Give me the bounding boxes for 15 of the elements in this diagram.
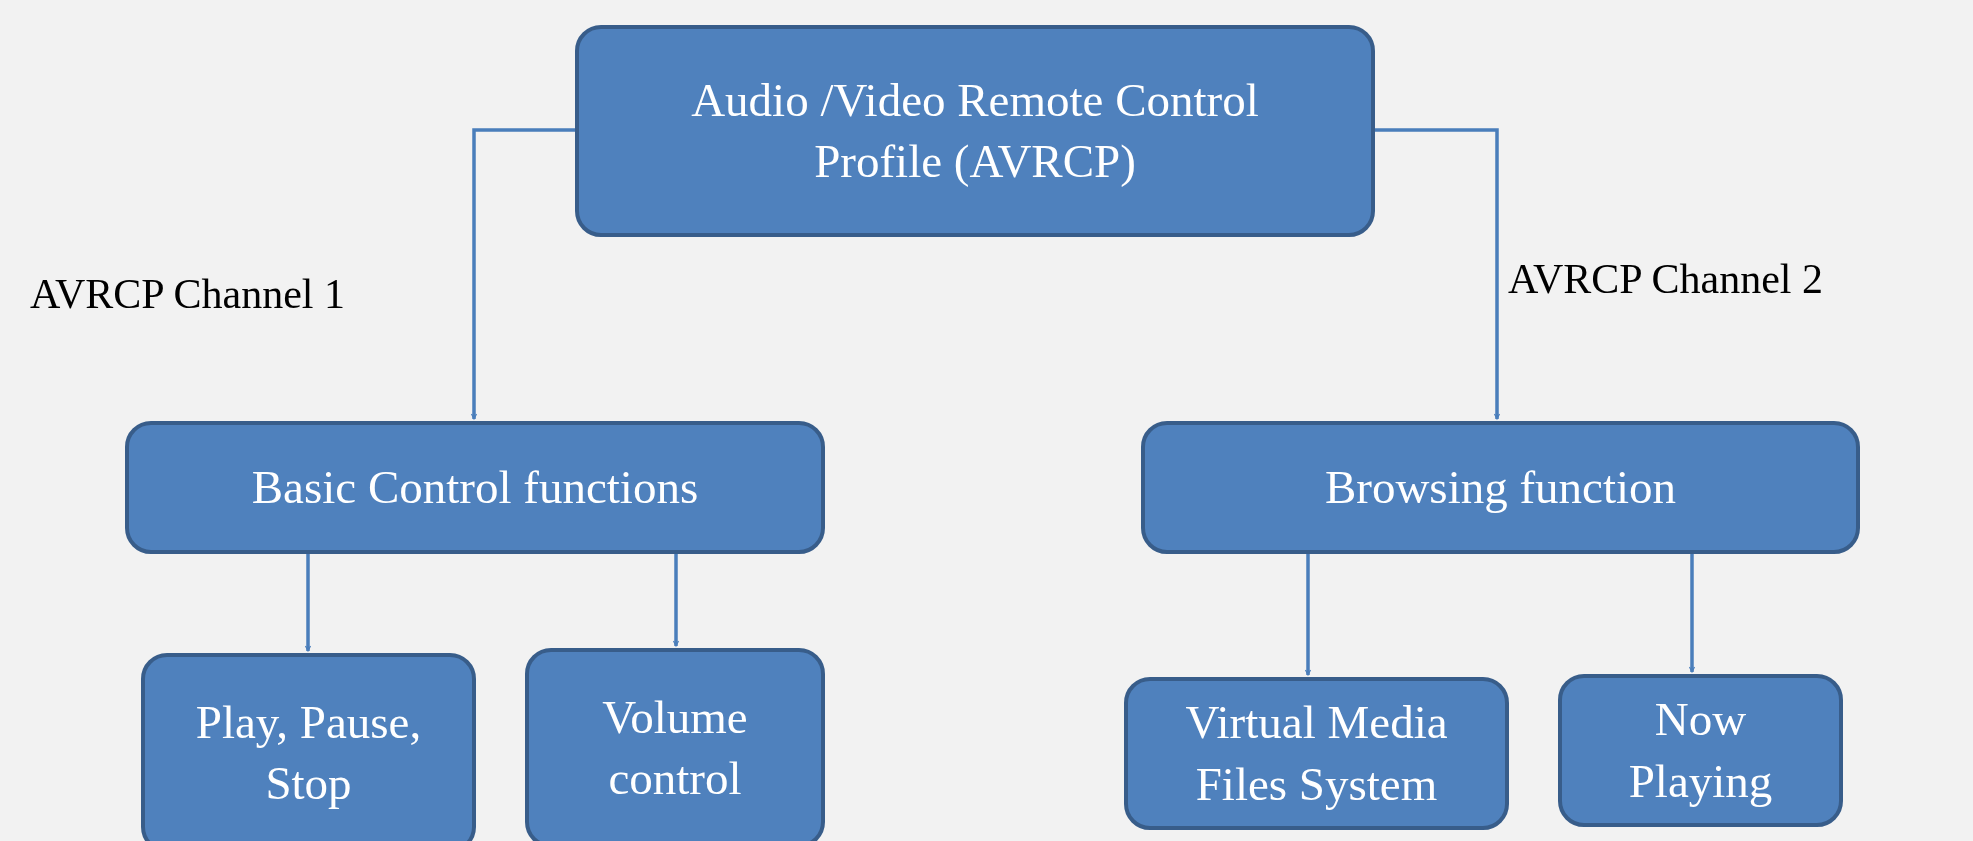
channel-label: AVRCP Channel 1: [30, 270, 346, 318]
arrow: [1304, 554, 1312, 676]
process-box: Now Playing: [1558, 674, 1843, 827]
process-box: Volume control: [525, 648, 825, 841]
heading-box: Audio /Video Remote Control Profile (AVRCP): [575, 25, 1375, 237]
process-box: Basic Control functions: [125, 421, 825, 554]
arrow: [1375, 128, 1501, 420]
process-box: Play, Pause, Stop: [141, 653, 476, 841]
process-box: Browsing function: [1141, 421, 1860, 554]
arrow: [470, 128, 575, 420]
arrow: [672, 554, 680, 647]
arrow: [1688, 554, 1696, 673]
channel-label: AVRCP Channel 2: [1508, 255, 1824, 303]
arrow: [304, 554, 312, 652]
process-box: Virtual Media Files System: [1124, 677, 1509, 830]
